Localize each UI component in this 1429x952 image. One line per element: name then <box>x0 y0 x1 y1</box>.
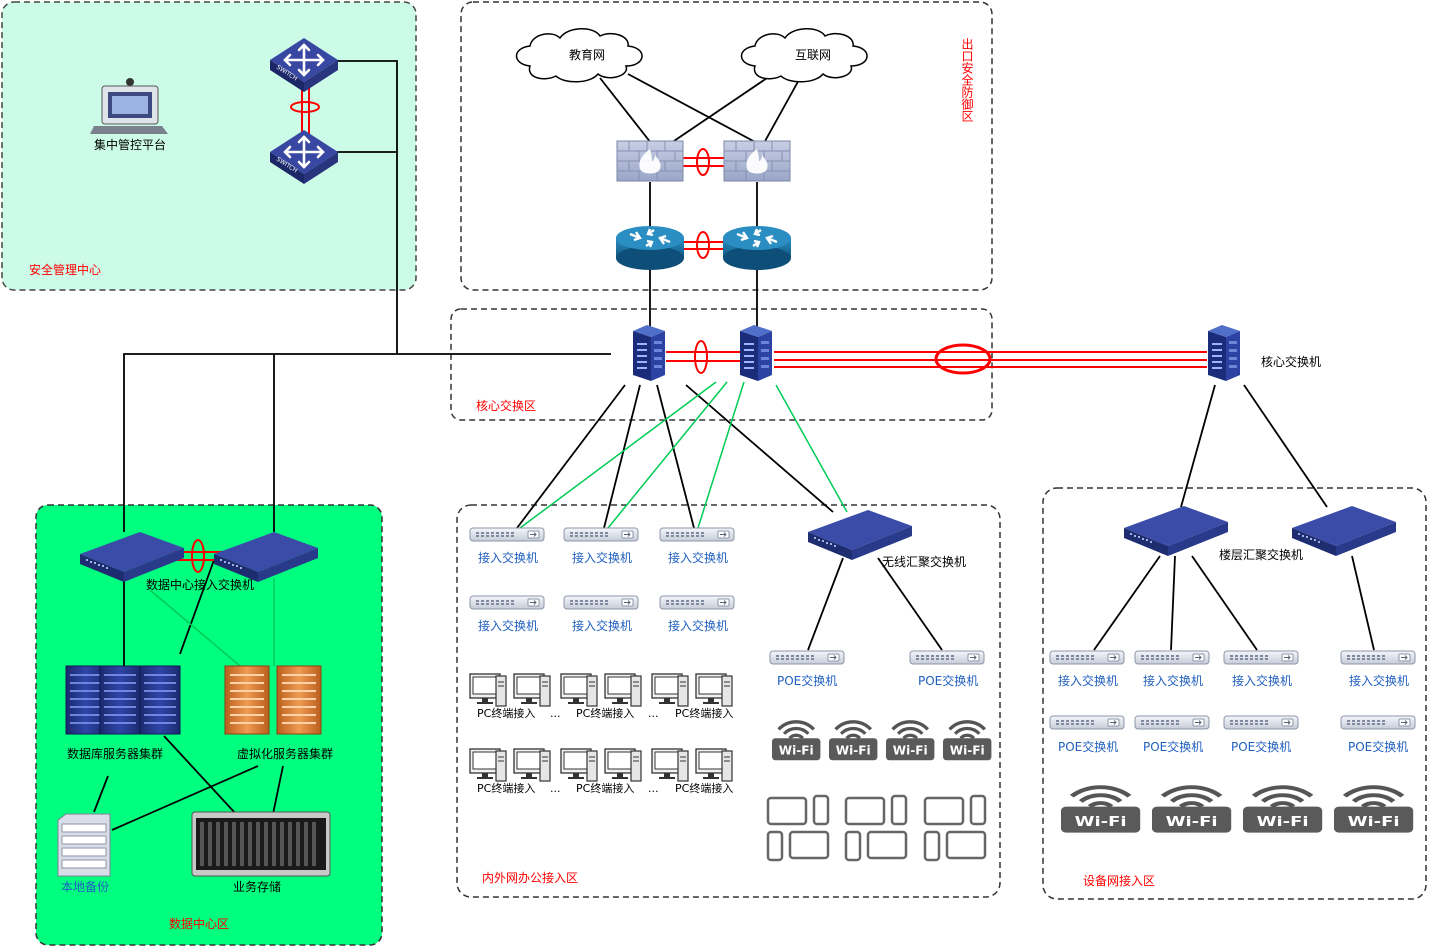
zone-label-office: 内外网办公接入区 <box>482 870 578 885</box>
access-switch-label-r1c3: 接入交换机 <box>668 550 728 565</box>
pc-access-label: PC终端接入 <box>675 706 733 720</box>
biz-storage-label: 业务存储 <box>233 879 281 894</box>
poe-switch-label: POE交换机 <box>918 673 978 688</box>
wifi-text: Wi-Fi <box>893 744 928 758</box>
core-switch-remote-icon[interactable] <box>1208 325 1240 381</box>
wifi-ap-icon[interactable]: Wi-Fi <box>884 720 937 762</box>
pc-access-label: PC终端接入 <box>576 781 634 795</box>
access-switch-r1c3-icon[interactable] <box>659 527 735 542</box>
virt-server-1-icon[interactable] <box>224 665 270 735</box>
wifi-text: Wi-Fi <box>779 744 814 758</box>
device-poe-switch-3-icon[interactable] <box>1223 715 1299 730</box>
access-switch-r2c1-icon[interactable] <box>469 595 545 610</box>
wifi-text: Wi-Fi <box>1257 814 1309 830</box>
ellipsis: ... <box>550 707 561 720</box>
access-switch-r1c2-icon[interactable] <box>563 527 639 542</box>
wifi-ap-icon[interactable]: Wi-Fi <box>827 720 880 762</box>
access-switch-label-r2c2: 接入交换机 <box>572 618 632 633</box>
zone-label-core: 核心交换区 <box>476 398 536 413</box>
wifi-text: Wi-Fi <box>1166 814 1218 830</box>
pc-access-label: PC终端接入 <box>477 781 535 795</box>
device-access-switch-3-icon[interactable] <box>1223 650 1299 665</box>
wifi-ap-icon[interactable]: Wi-Fi <box>1334 787 1413 832</box>
biz-storage-icon[interactable] <box>191 811 331 877</box>
device-poe-switch-2-icon[interactable] <box>1134 715 1210 730</box>
firewall-right-icon[interactable] <box>723 140 791 182</box>
device-access-switch-2-icon[interactable] <box>1134 650 1210 665</box>
links-redundant <box>156 87 1207 573</box>
device-poe-switch-4-icon[interactable] <box>1340 715 1416 730</box>
zone-label-dc: 数据中心区 <box>169 916 229 931</box>
pc-access-label: PC终端接入 <box>576 706 634 720</box>
wifi-ap-icon[interactable]: Wi-Fi <box>1061 787 1140 832</box>
wifi-text: Wi-Fi <box>836 744 871 758</box>
wifi-ap-icon[interactable]: Wi-Fi <box>1243 787 1322 832</box>
links-green <box>149 381 848 667</box>
access-switch-label: 接入交换机 <box>1232 673 1292 688</box>
dc-access-switch-label: 数据中心接入交换机 <box>146 577 254 592</box>
poe-switch-office-right-icon[interactable] <box>909 650 985 665</box>
device-access-switch-1-icon[interactable] <box>1049 650 1125 665</box>
db-cluster-label: 数据库服务器集群 <box>67 746 163 761</box>
virt-cluster-label: 虚拟化服务器集群 <box>237 746 333 761</box>
access-switch-label: 接入交换机 <box>1349 673 1409 688</box>
access-switch-label: 接入交换机 <box>1058 673 1118 688</box>
access-switch-r2c2-icon[interactable] <box>563 595 639 610</box>
pc-access-label: PC终端接入 <box>477 706 535 720</box>
wifi-ap-icon[interactable]: Wi-Fi <box>770 720 823 762</box>
poe-switch-label: POE交换机 <box>777 673 837 688</box>
internet-label: 互联网 <box>795 48 831 62</box>
zone-label-exit: 出口安全防御区 <box>960 38 974 122</box>
edu-net-cloud[interactable] <box>515 28 643 83</box>
access-switch-r2c3-icon[interactable] <box>659 595 735 610</box>
device-access-switch-4-icon[interactable] <box>1340 650 1416 665</box>
wifi-text: Wi-Fi <box>950 744 985 758</box>
pc-access-label: PC终端接入 <box>675 781 733 795</box>
poe-switch-label: POE交换机 <box>1231 739 1291 754</box>
wifi-ap-icon[interactable]: Wi-Fi <box>941 720 994 762</box>
ellipsis: ... <box>648 707 659 720</box>
access-switch-label-r2c3: 接入交换机 <box>668 618 728 633</box>
wireless-agg-label: 无线汇聚交换机 <box>882 554 966 569</box>
zone-security-center <box>1 1 417 291</box>
db-server-2-icon[interactable] <box>99 665 141 735</box>
edu-net-label: 教育网 <box>569 47 605 62</box>
local-backup-label: 本地备份 <box>61 880 109 894</box>
device-poe-switch-1-icon[interactable] <box>1049 715 1125 730</box>
mgmt-platform-icon[interactable] <box>90 78 168 134</box>
mgmt-platform-label: 集中管控平台 <box>94 137 166 152</box>
poe-switch-label: POE交换机 <box>1348 739 1408 754</box>
floor-agg-label: 楼层汇聚交换机 <box>1219 547 1303 562</box>
access-switch-r1c1-icon[interactable] <box>469 527 545 542</box>
zone-core-switch <box>450 308 993 421</box>
router-right-icon[interactable] <box>721 224 793 272</box>
db-server-3-icon[interactable] <box>139 665 181 735</box>
access-switch-label: 接入交换机 <box>1143 673 1203 688</box>
access-switch-label-r1c1: 接入交换机 <box>478 550 538 565</box>
poe-switch-office-left-icon[interactable] <box>769 650 845 665</box>
firewall-left-icon[interactable] <box>616 140 684 182</box>
wifi-text: Wi-Fi <box>1075 814 1127 830</box>
wifi-text: Wi-Fi <box>1348 814 1400 830</box>
links-black <box>93 60 1375 831</box>
local-backup-icon[interactable] <box>57 813 111 877</box>
access-switch-label-r1c2: 接入交换机 <box>572 550 632 565</box>
core-switch-label: 核心交换机 <box>1261 354 1321 369</box>
ellipsis: ... <box>648 782 659 795</box>
poe-switch-label: POE交换机 <box>1058 739 1118 754</box>
virt-server-2-icon[interactable] <box>276 665 322 735</box>
poe-switch-label: POE交换机 <box>1143 739 1203 754</box>
access-switch-label-r2c1: 接入交换机 <box>478 618 538 633</box>
core-switch-right-icon[interactable] <box>740 325 772 381</box>
zone-label-device: 设备网接入区 <box>1083 873 1155 888</box>
wifi-ap-icon[interactable]: Wi-Fi <box>1152 787 1231 832</box>
core-switch-left-icon[interactable] <box>633 325 665 381</box>
router-left-icon[interactable] <box>614 224 686 272</box>
ellipsis: ... <box>550 782 561 795</box>
zone-device-access <box>1042 487 1427 900</box>
zone-label-security: 安全管理中心 <box>29 262 101 277</box>
internet-cloud[interactable] <box>740 28 868 83</box>
